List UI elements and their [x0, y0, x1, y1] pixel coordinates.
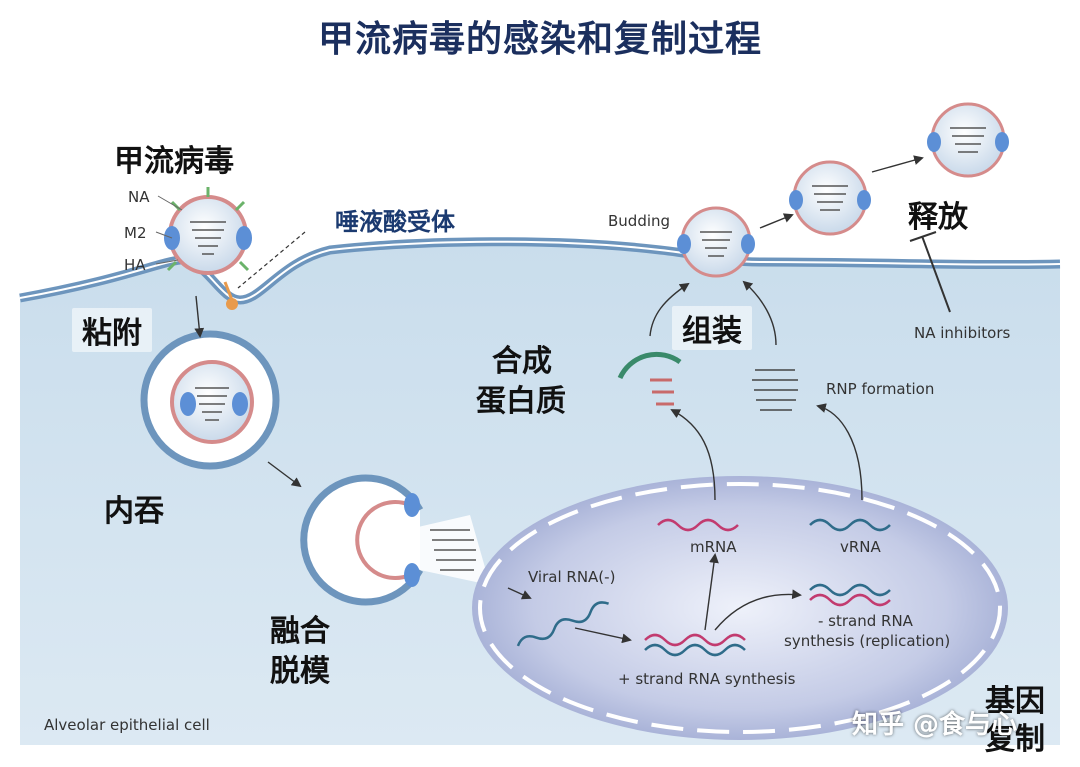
label-nucleus-1: 基因 — [985, 684, 1045, 719]
arrow-mrna-to-protein — [670, 409, 716, 501]
arrow-attach-to-endocytosis — [194, 295, 205, 338]
annot-minus-strand-2: synthesis (replication) — [784, 632, 951, 650]
label-assembly: 组装 — [672, 306, 752, 350]
mrna-strand — [657, 518, 739, 532]
protein-synthesis — [617, 351, 682, 406]
arrow-plus-to-minus — [714, 589, 802, 631]
plus-strand-b — [644, 643, 746, 657]
annot-plus-strand: + strand RNA synthesis — [618, 670, 796, 688]
annot-vrna: vRNA — [840, 538, 881, 556]
rnp-cluster — [752, 369, 798, 411]
viral-rna-strand — [516, 601, 610, 647]
arrow-rnp-to-assembly — [742, 280, 777, 346]
budding-virus — [677, 206, 755, 278]
arrow-plus-to-mrna — [704, 553, 719, 631]
arrow-endocytosis-to-fusion — [267, 461, 302, 488]
label-nucleus-2: 复制 — [985, 722, 1045, 757]
watermark: 知乎 @食与心 — [852, 710, 1018, 740]
annot-m2: M2 — [124, 224, 147, 242]
label-synth-1: 合成 — [492, 344, 552, 379]
label-virus: 甲流病毒 — [114, 144, 234, 179]
vrna-strand — [809, 518, 891, 532]
arrow-release — [871, 155, 924, 173]
released-virus-1 — [789, 160, 871, 236]
diagram-title: 甲流病毒的感染和复制过程 — [317, 19, 762, 60]
label-fusion-1: 融合 — [270, 614, 330, 649]
label-release: 释放 — [908, 200, 968, 235]
endosome — [140, 330, 280, 470]
fusion-vesicle — [300, 474, 490, 606]
label-attach: 粘附 — [72, 308, 152, 352]
arrow-vrna-to-rnp — [816, 403, 863, 501]
annot-minus-strand-1: - strand RNA — [818, 612, 913, 630]
annot-na-inhibitors: NA inhibitors — [914, 324, 1011, 342]
plus-strand-a — [644, 633, 746, 647]
annot-rnp-formation: RNP formation — [826, 380, 935, 398]
annot-ha: HA — [124, 256, 146, 274]
arrow-fusion-to-nucleus — [507, 587, 532, 600]
annot-budding: Budding — [608, 212, 671, 230]
label-endocytosis: 内吞 — [104, 494, 164, 529]
annot-cell: Alveolar epithelial cell — [44, 716, 210, 734]
replication-strand-a — [809, 583, 891, 597]
arrow-viral-rna-to-plus — [574, 627, 632, 644]
arrow-protein-to-assembly — [649, 282, 690, 337]
annot-na: NA — [128, 188, 150, 206]
label-fusion-2: 脱模 — [270, 654, 330, 689]
label-receptor: 唾液酸受体 — [335, 208, 455, 236]
replication-strand-b — [809, 593, 891, 607]
annot-viral-rna: Viral RNA(-) — [528, 568, 616, 586]
label-synth-2: 蛋白质 — [476, 384, 566, 419]
released-virus-2 — [927, 102, 1009, 178]
annot-mrna: mRNA — [690, 538, 737, 556]
arrow-budding-to-release — [759, 213, 794, 229]
